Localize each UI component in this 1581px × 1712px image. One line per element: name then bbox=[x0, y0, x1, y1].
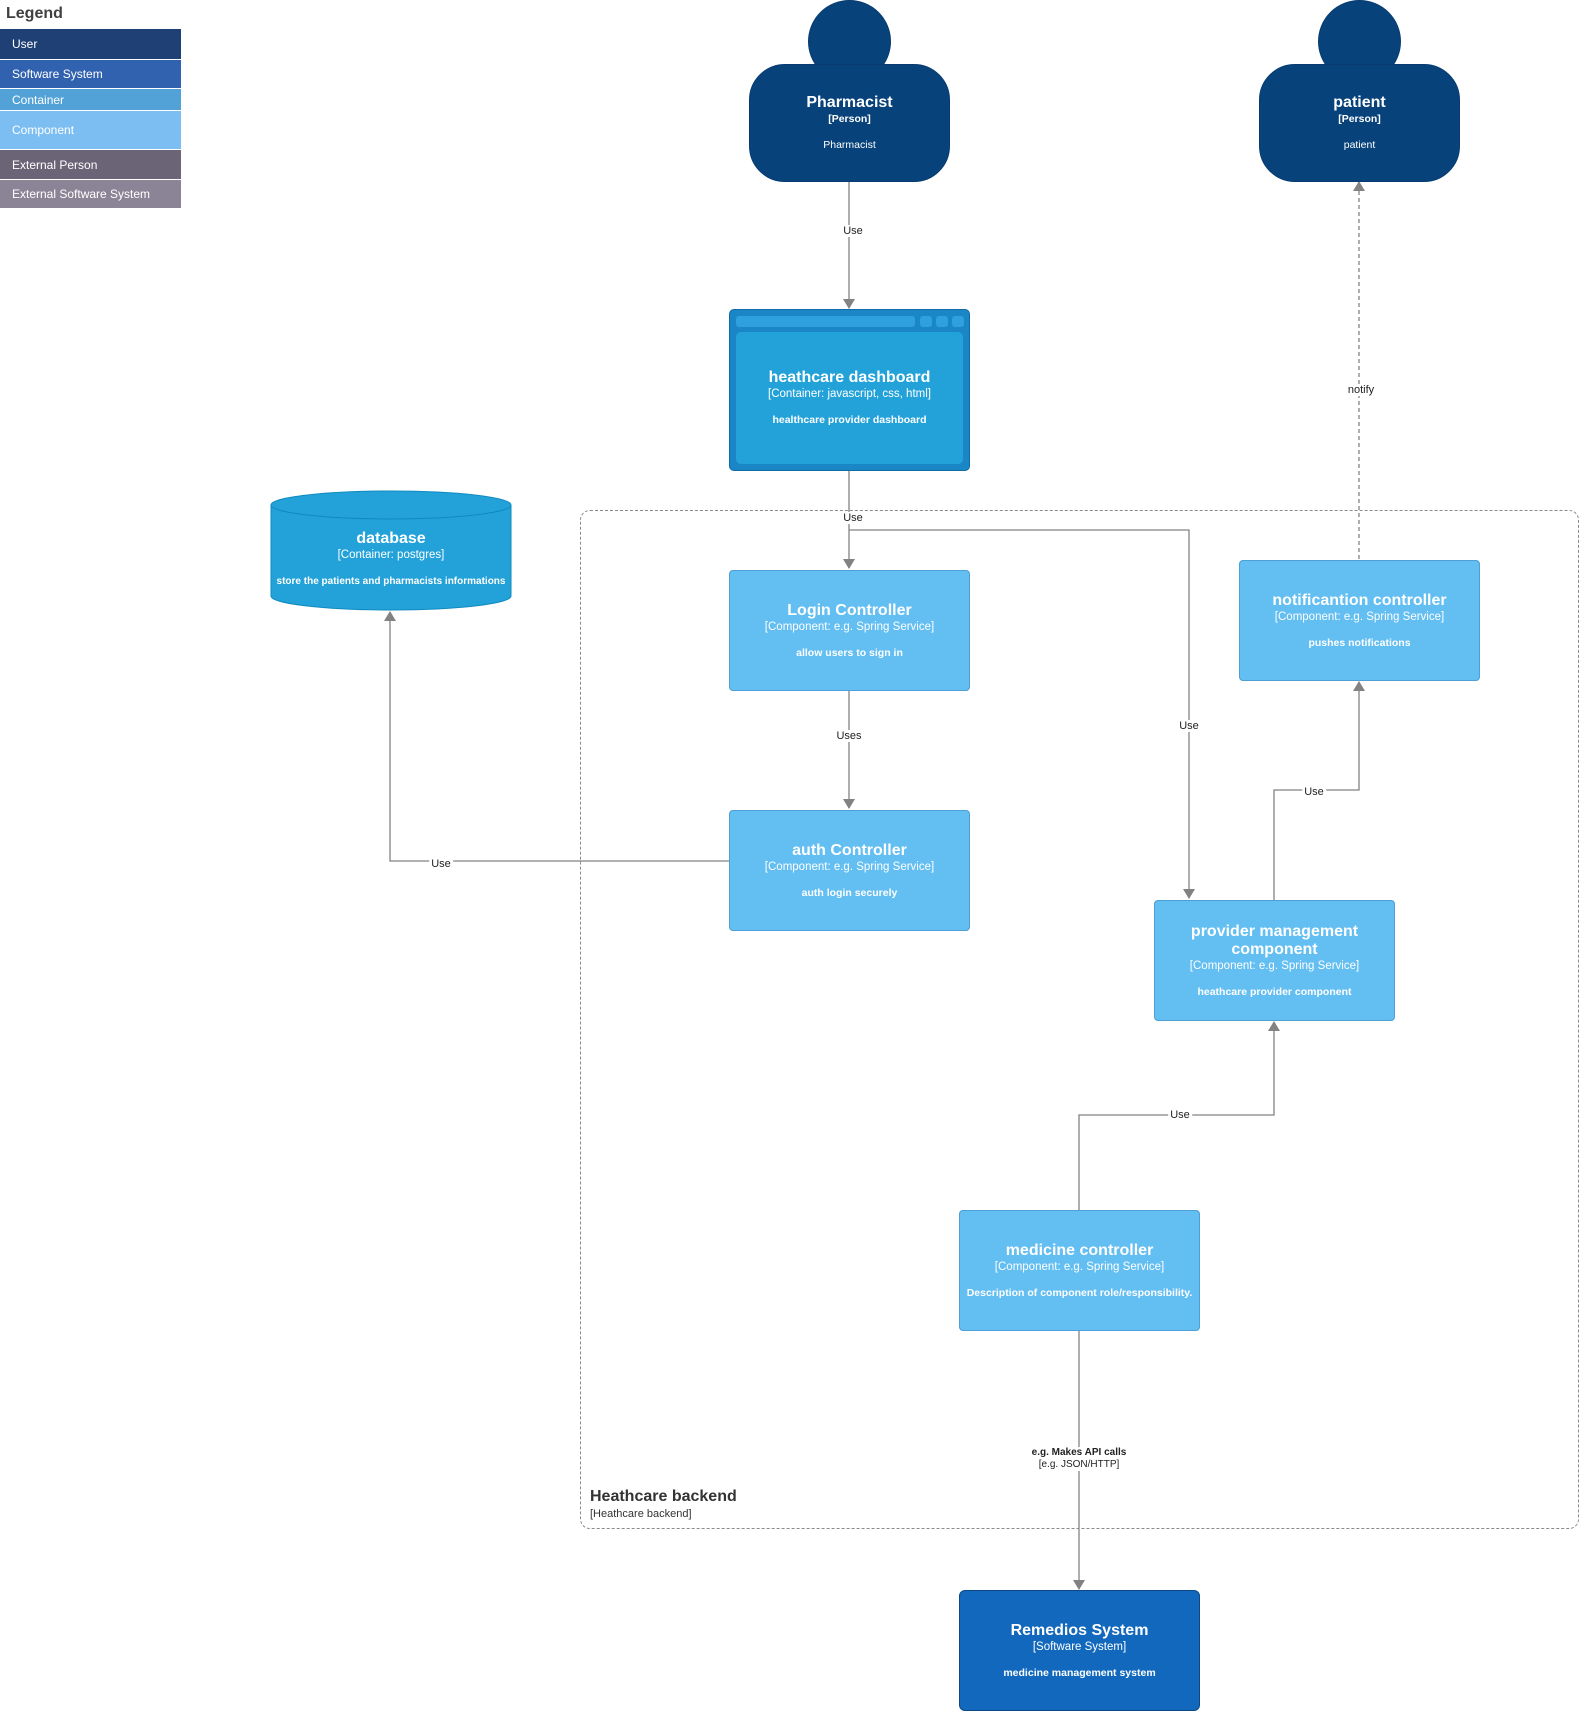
person-type: [Person] bbox=[828, 113, 871, 125]
browser-address-bar bbox=[736, 316, 915, 327]
legend: Legend User Software System Container Co… bbox=[0, 0, 181, 209]
person-title: patient bbox=[1333, 94, 1386, 111]
edge-auth-database bbox=[384, 611, 729, 862]
legend-item-user: User bbox=[0, 29, 181, 60]
boundary-title: Heathcare backend bbox=[590, 1488, 737, 1505]
edge-label-medicine-remedios: e.g. Makes API calls [e.g. JSON/HTTP] bbox=[1029, 1447, 1129, 1471]
component-type: [Component: e.g. Spring Service] bbox=[764, 860, 935, 873]
component-notification-controller[interactable]: notificantion controller [Component: e.g… bbox=[1239, 560, 1480, 681]
system-title: Remedios System bbox=[1010, 1621, 1149, 1639]
edge-label-technology: [e.g. JSON/HTTP] bbox=[1038, 1459, 1120, 1470]
component-title: notificantion controller bbox=[1272, 591, 1447, 609]
legend-title: Legend bbox=[6, 5, 63, 22]
legend-item-container: Container bbox=[0, 89, 181, 111]
boundary-type: [Heathcare backend] bbox=[590, 1508, 692, 1520]
edge-label-text: e.g. Makes API calls bbox=[1031, 1447, 1127, 1458]
edge-dashboard-provider bbox=[849, 529, 1195, 899]
edge-label-medicine-provider: Use bbox=[1168, 1109, 1192, 1121]
component-desc: pushes notifications bbox=[1308, 636, 1411, 649]
component-title: auth Controller bbox=[792, 841, 907, 859]
container-type: [Container: postgres] bbox=[337, 549, 445, 561]
database-cylinder-icon bbox=[270, 490, 512, 611]
component-provider-management[interactable]: provider management component [Component… bbox=[1154, 900, 1395, 1021]
edge-label-dashboard-login: Use bbox=[841, 512, 865, 524]
component-type: [Component: e.g. Spring Service] bbox=[1189, 959, 1360, 972]
component-type: [Component: e.g. Spring Service] bbox=[994, 1260, 1165, 1273]
edge-label-notification-patient: notify bbox=[1345, 384, 1377, 396]
backend-boundary bbox=[580, 510, 1579, 1529]
legend-item-component: Component bbox=[0, 111, 181, 150]
component-desc: Description of component role/responsibi… bbox=[966, 1286, 1193, 1299]
container-heathcare-dashboard[interactable]: heathcare dashboard [Container: javascri… bbox=[729, 309, 970, 471]
component-title: medicine controller bbox=[1005, 1241, 1154, 1259]
container-desc: healthcare provider dashboard bbox=[772, 414, 927, 426]
component-desc: heathcare provider component bbox=[1197, 985, 1352, 998]
container-title: heathcare dashboard bbox=[768, 369, 931, 386]
component-desc: allow users to sign in bbox=[796, 646, 903, 659]
person-title: Pharmacist bbox=[806, 94, 893, 111]
edge-label-pharmacist-dashboard: Use bbox=[841, 225, 865, 237]
container-desc: store the patients and pharmacists infor… bbox=[276, 576, 506, 587]
container-title: database bbox=[356, 530, 426, 547]
component-title: Login Controller bbox=[787, 601, 912, 619]
system-remedios[interactable]: Remedios System [Software System] medici… bbox=[959, 1590, 1200, 1711]
component-login-controller[interactable]: Login Controller [Component: e.g. Spring… bbox=[729, 570, 970, 691]
component-type: [Component: e.g. Spring Service] bbox=[1274, 610, 1445, 623]
system-desc: medicine management system bbox=[1003, 1666, 1156, 1679]
container-database[interactable]: database [Container: postgres] store the… bbox=[270, 490, 512, 612]
browser-button-icon bbox=[952, 316, 964, 327]
component-auth-controller[interactable]: auth Controller [Component: e.g. Spring … bbox=[729, 810, 970, 931]
person-desc: Pharmacist bbox=[823, 139, 876, 151]
legend-item-external-software-system: External Software System bbox=[0, 180, 181, 209]
component-desc: auth login securely bbox=[801, 886, 898, 899]
component-type: [Component: e.g. Spring Service] bbox=[764, 620, 935, 633]
container-type: [Container: javascript, css, html] bbox=[768, 388, 931, 400]
legend-item-software-system: Software System bbox=[0, 60, 181, 89]
system-type: [Software System] bbox=[1032, 1640, 1127, 1653]
component-medicine-controller[interactable]: medicine controller [Component: e.g. Spr… bbox=[959, 1210, 1200, 1331]
browser-button-icon bbox=[936, 316, 948, 327]
edge-label-auth-database: Use bbox=[429, 858, 453, 870]
edge-label-provider-notification: Use bbox=[1302, 786, 1326, 798]
edge-label-dashboard-provider: Use bbox=[1177, 720, 1201, 732]
legend-item-external-person: External Person bbox=[0, 150, 181, 180]
edge-label-login-auth: Uses bbox=[834, 730, 864, 742]
component-title: provider management component bbox=[1190, 922, 1359, 958]
person-type: [Person] bbox=[1338, 113, 1381, 125]
person-desc: patient bbox=[1343, 139, 1376, 151]
browser-button-icon bbox=[920, 316, 932, 327]
